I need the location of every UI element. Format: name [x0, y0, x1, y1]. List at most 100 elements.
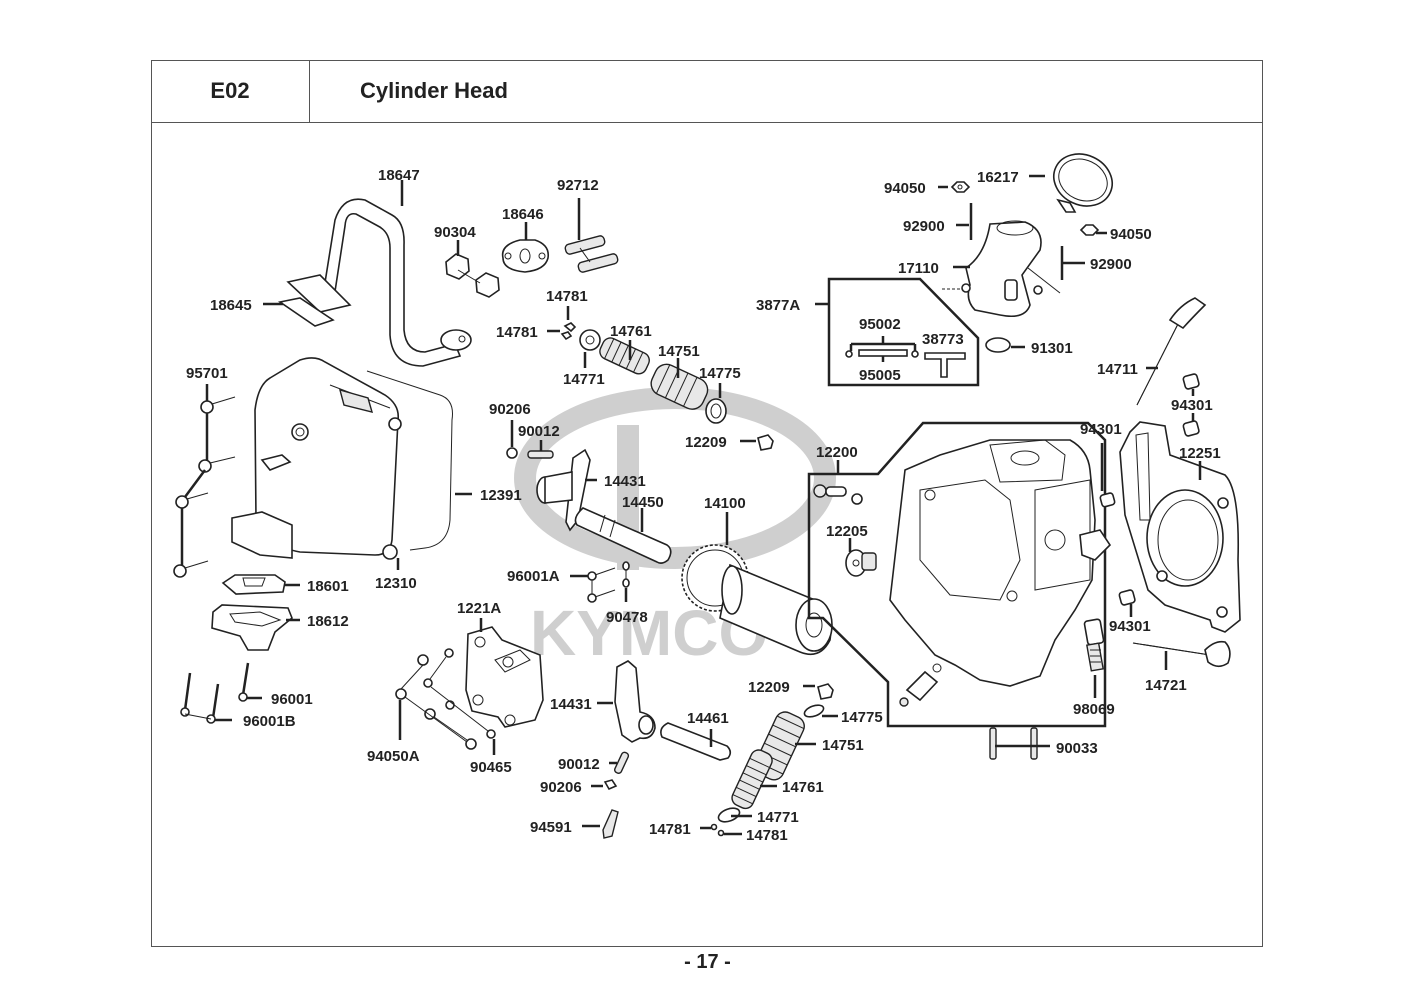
part-label-14761[interactable]: 14761 [782, 779, 824, 796]
part-label-18646[interactable]: 18646 [502, 206, 544, 223]
part-label-90012[interactable]: 90012 [518, 423, 560, 440]
part-label-14711[interactable]: 14711 [1097, 361, 1138, 378]
part-label-14775[interactable]: 14775 [699, 365, 741, 382]
part-label-94301[interactable]: 94301 [1080, 421, 1122, 438]
bolt-12200-drawing [813, 484, 863, 505]
part-label-17110[interactable]: 17110 [898, 260, 939, 277]
reed-valve-cover-drawing [211, 604, 293, 651]
part-label-14431[interactable]: 14431 [550, 696, 592, 713]
part-label-14461[interactable]: 14461 [687, 710, 729, 727]
rocker-shaft-14450-drawing [574, 507, 672, 564]
part-label-18647[interactable]: 18647 [378, 167, 420, 184]
part-label-90478[interactable]: 90478 [606, 609, 648, 626]
part-label-14751[interactable]: 14751 [658, 343, 700, 360]
o-ring-drawing [985, 337, 1011, 353]
part-label-96001A[interactable]: 96001A [507, 568, 560, 585]
part-label-12251[interactable]: 12251 [1179, 445, 1221, 462]
part-label-94301[interactable]: 94301 [1109, 618, 1151, 635]
part-label-38773[interactable]: 38773 [922, 331, 964, 348]
part-label-14431[interactable]: 14431 [604, 473, 646, 490]
gasket-18646-drawing [501, 239, 550, 273]
part-label-95701[interactable]: 95701 [186, 365, 228, 382]
cap-nuts-drawing [445, 253, 500, 298]
flange-bolts-95701-drawing [173, 396, 236, 578]
part-label-14781[interactable]: 14781 [546, 288, 588, 305]
part-label-92712[interactable]: 92712 [557, 177, 599, 194]
part-label-12205[interactable]: 12205 [826, 523, 868, 540]
part-label-96001[interactable]: 96001 [271, 691, 313, 708]
part-label-14761[interactable]: 14761 [610, 323, 652, 340]
part-label-14781[interactable]: 14781 [496, 324, 538, 341]
part-label-90012[interactable]: 90012 [558, 756, 600, 773]
part-label-94301[interactable]: 94301 [1171, 397, 1213, 414]
part-label-90206[interactable]: 90206 [489, 401, 531, 418]
valve-spring-set-top-drawing [560, 322, 727, 424]
adjusting-nut-drawing [506, 447, 518, 459]
part-label-14771[interactable]: 14771 [757, 809, 799, 826]
part-label-96001B[interactable]: 96001B [243, 713, 296, 730]
part-label-12310[interactable]: 12310 [375, 575, 417, 592]
part-label-18645[interactable]: 18645 [210, 297, 252, 314]
dowel-pin-c-drawing [1118, 589, 1136, 606]
page-title: Cylinder Head [310, 60, 1263, 123]
part-label-12209[interactable]: 12209 [685, 434, 727, 451]
rocker-shaft-14461-drawing [660, 722, 732, 761]
rocker-arm-top-drawing [536, 448, 591, 532]
cylinder-head-cover-drawing [231, 357, 453, 560]
nut-94050-drawing [950, 181, 971, 193]
part-label-12391[interactable]: 12391 [480, 487, 522, 504]
part-label-14450[interactable]: 14450 [622, 494, 664, 511]
part-label-14781[interactable]: 14781 [746, 827, 788, 844]
part-label-98069[interactable]: 98069 [1073, 701, 1115, 718]
intake-valve-drawing [1136, 297, 1207, 406]
part-label-94050[interactable]: 94050 [884, 180, 926, 197]
part-label-1221A[interactable]: 1221A [457, 600, 501, 617]
oil-pipe-drawing [277, 198, 472, 367]
part-label-12209[interactable]: 12209 [748, 679, 790, 696]
part-label-14721[interactable]: 14721 [1145, 677, 1187, 694]
camshaft-holder-drawing [465, 626, 544, 728]
bolts-96001A-drawing [587, 561, 630, 603]
part-label-90206[interactable]: 90206 [540, 779, 582, 796]
valve-guide-drawing [899, 670, 939, 707]
rocker-arm-bottom-drawing [614, 660, 656, 743]
part-label-94050[interactable]: 94050 [1110, 226, 1152, 243]
nuts-washers-drawing [395, 648, 496, 750]
valve-spring-set-bottom-drawing [710, 683, 834, 837]
part-label-92900[interactable]: 92900 [903, 218, 945, 235]
part-labels: 18647 18645 90304 18646 92712 14781 1478… [186, 167, 1221, 844]
part-label-14771[interactable]: 14771 [563, 371, 605, 388]
bolts-96001-drawing [180, 662, 250, 724]
adjusting-screw-lower-drawing [614, 751, 630, 774]
part-label-91301[interactable]: 91301 [1031, 340, 1073, 357]
part-label-95005[interactable]: 95005 [859, 367, 901, 384]
section-code: E02 [151, 60, 310, 123]
part-label-90304[interactable]: 90304 [434, 224, 476, 241]
part-label-12200[interactable]: 12200 [816, 444, 858, 461]
nut-94050-right-drawing [1079, 224, 1100, 236]
part-label-14100[interactable]: 14100 [704, 495, 746, 512]
stud-bolts-90033-drawing [989, 727, 1050, 760]
diagram-frame [151, 60, 1263, 947]
part-label-92900[interactable]: 92900 [1090, 256, 1132, 273]
part-label-18612[interactable]: 18612 [307, 613, 349, 630]
adjusting-screw-drawing [527, 450, 554, 459]
cylinder-head-drawing [889, 439, 1112, 687]
part-label-90465[interactable]: 90465 [470, 759, 512, 776]
part-label-18601[interactable]: 18601 [307, 578, 349, 595]
part-label-16217[interactable]: 16217 [977, 169, 1019, 186]
exhaust-valve-drawing [1132, 640, 1231, 668]
cylinder-head-assy-box [807, 421, 1107, 728]
part-label-94050A[interactable]: 94050A [367, 748, 420, 765]
part-label-95002[interactable]: 95002 [859, 316, 901, 333]
hose-clamp-drawing [1053, 153, 1113, 213]
camshaft-drawing [681, 544, 833, 656]
part-label-14751[interactable]: 14751 [822, 737, 864, 754]
spark-plug-drawing [1083, 618, 1105, 672]
part-label-14775[interactable]: 14775 [841, 709, 883, 726]
part-label-14781[interactable]: 14781 [649, 821, 691, 838]
part-label-90033[interactable]: 90033 [1056, 740, 1098, 757]
part-label-3877A[interactable]: 3877A [756, 297, 800, 314]
part-label-94591[interactable]: 94591 [530, 819, 572, 836]
